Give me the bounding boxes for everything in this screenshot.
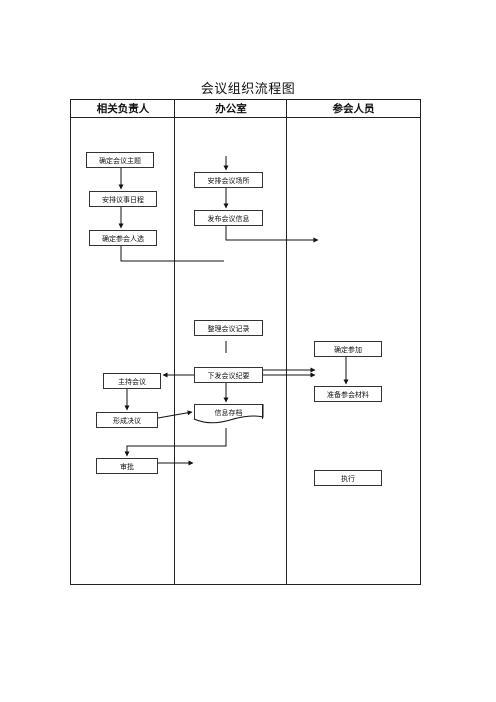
lane-divider-1 [174,100,175,584]
node-confirm-attendance: 确定参加 [314,341,382,357]
line-participants-to-office [120,246,224,262]
node-form-resolution: 形成决议 [96,412,158,428]
node-arrange-venue: 安排会议场所 [194,172,263,188]
arrow-publish-to-participants [225,226,319,243]
swimlane-frame: 相关负责人 办公室 参会人员 [70,99,421,585]
archive-doc-wave [193,404,264,424]
lane-header-responsible: 相关负责人 [71,100,175,118]
diagram-title: 会议组织流程图 [200,82,296,97]
node-determine-participants: 确定参会人选 [89,230,157,246]
node-execute: 执行 [314,470,382,486]
node-determine-topic: 确定会议主题 [86,152,154,168]
node-arrange-agenda: 安排议事日程 [89,191,157,207]
arrow-archive-to-approve [124,428,227,457]
node-issue-minutes: 下发会议纪要 [194,367,263,383]
arrow-resolution-to-archive [157,410,193,419]
node-organize-minutes: 整理会议记录 [194,320,263,336]
lane-divider-2 [286,100,287,584]
node-preside-meeting: 主持会议 [103,373,161,389]
node-prepare-materials: 准备参会材料 [314,386,382,402]
lane-header-office: 办公室 [175,100,287,118]
lane-header-participants: 参会人员 [287,100,420,118]
node-publish-info: 发布会议信息 [194,210,263,226]
node-approve: 审批 [96,458,158,474]
